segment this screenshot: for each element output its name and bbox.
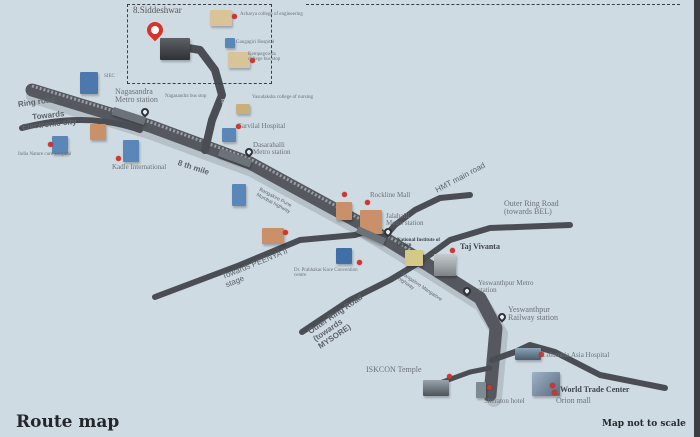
orr-bel-path <box>417 222 573 265</box>
office-building-icon <box>232 184 246 206</box>
siddeshwar-label: 8.Siddeshwar <box>133 5 182 15</box>
landmark-label: Nagasandra Metro station <box>115 87 158 105</box>
hotel-building-icon <box>476 382 486 398</box>
landmark-label: Gangagiri Hospital <box>236 40 275 45</box>
location-pin-icon <box>283 230 288 235</box>
landmark-label: Sheraton hotel <box>484 397 525 405</box>
location-pin-icon <box>342 192 347 197</box>
landmark-label: Orion mall <box>556 396 591 405</box>
wtc-road-path <box>489 342 668 391</box>
landmark-label: National Institute of Design <box>397 238 441 249</box>
hospital-building-icon <box>52 136 68 154</box>
landmark-label: ISKCON Temple <box>366 365 422 374</box>
hotel-building-icon <box>434 254 456 276</box>
landmark-label: Jalahalli Metro station <box>386 212 424 228</box>
convention-building-icon <box>336 248 352 264</box>
landmark-label: Nagasandra bus stop <box>165 94 207 99</box>
school-building-icon <box>90 124 106 140</box>
scale-note: Map not to scale <box>602 419 686 429</box>
landmark-label: World Trade Center <box>560 385 630 394</box>
metro-building-icon <box>360 210 382 234</box>
location-pin-icon <box>357 260 362 265</box>
main-highway <box>25 83 503 402</box>
siddeshwar-building-icon <box>160 38 190 60</box>
hospital-building-icon <box>515 348 541 360</box>
institute-building-icon <box>405 250 423 266</box>
location-pin-icon <box>48 142 53 147</box>
orr-mysore-path <box>299 259 423 335</box>
landmark-label: Kadle International <box>112 163 167 171</box>
location-pin-icon <box>539 352 544 357</box>
landmark-label: India Nature cure Hospital <box>18 152 72 157</box>
landmark-label: Taj Vivanta <box>460 242 500 251</box>
map-frame-edge <box>694 0 700 437</box>
landmark-label: Rockline Mall <box>370 191 411 199</box>
location-pin-icon <box>550 383 555 388</box>
landmark-label: Columbia Asia Hospital <box>542 351 610 359</box>
landmark-label: Dasarahalli Metro station <box>253 141 291 157</box>
international-building-icon <box>123 140 139 162</box>
location-pin-icon <box>236 124 241 129</box>
road-label: Outer Ring Road (towards BEL) <box>504 199 559 217</box>
landmark-label: Vasudaksha college of nursing <box>252 95 313 100</box>
location-pin-icon <box>116 156 121 161</box>
siec-building-icon <box>80 72 98 94</box>
siddeshwar-road-path <box>166 41 226 154</box>
hospital-building-icon <box>225 38 235 48</box>
ring-road-path <box>19 117 143 133</box>
location-pin-icon <box>552 390 557 395</box>
dashed-boundary-line <box>306 4 680 5</box>
landmark-label: Dr. Prabhakar Kore Convention centre <box>294 268 358 279</box>
landmark-label: Yeswanthpur Railway station <box>508 305 558 323</box>
location-pin-icon <box>450 248 455 253</box>
location-pin-icon <box>232 14 237 19</box>
mall-building-icon <box>336 202 352 220</box>
hospital-building-icon <box>222 128 236 142</box>
page-title: Route map <box>16 412 120 432</box>
landmark-label: Kempegowda college bus stop <box>248 52 281 63</box>
landmark-label: Sarvilal Hospital <box>238 122 286 130</box>
warehouse-building-icon <box>262 228 284 244</box>
location-pin-icon <box>487 385 492 390</box>
college-building-icon <box>236 104 250 114</box>
college-building-icon <box>228 52 250 68</box>
temple-building-icon <box>423 380 449 396</box>
location-pin-icon <box>365 200 370 205</box>
location-pin-icon <box>250 58 255 63</box>
landmark-label: SIEC <box>104 74 115 79</box>
siddeshwar-highlight-box <box>127 4 272 84</box>
college-building-icon <box>210 10 232 26</box>
location-pin-icon <box>447 374 452 379</box>
iskcon-road-path <box>437 365 493 386</box>
landmark-label: Acharya college of engineering <box>240 12 303 17</box>
landmark-label: Yeswanthpur Metro station <box>478 279 534 295</box>
